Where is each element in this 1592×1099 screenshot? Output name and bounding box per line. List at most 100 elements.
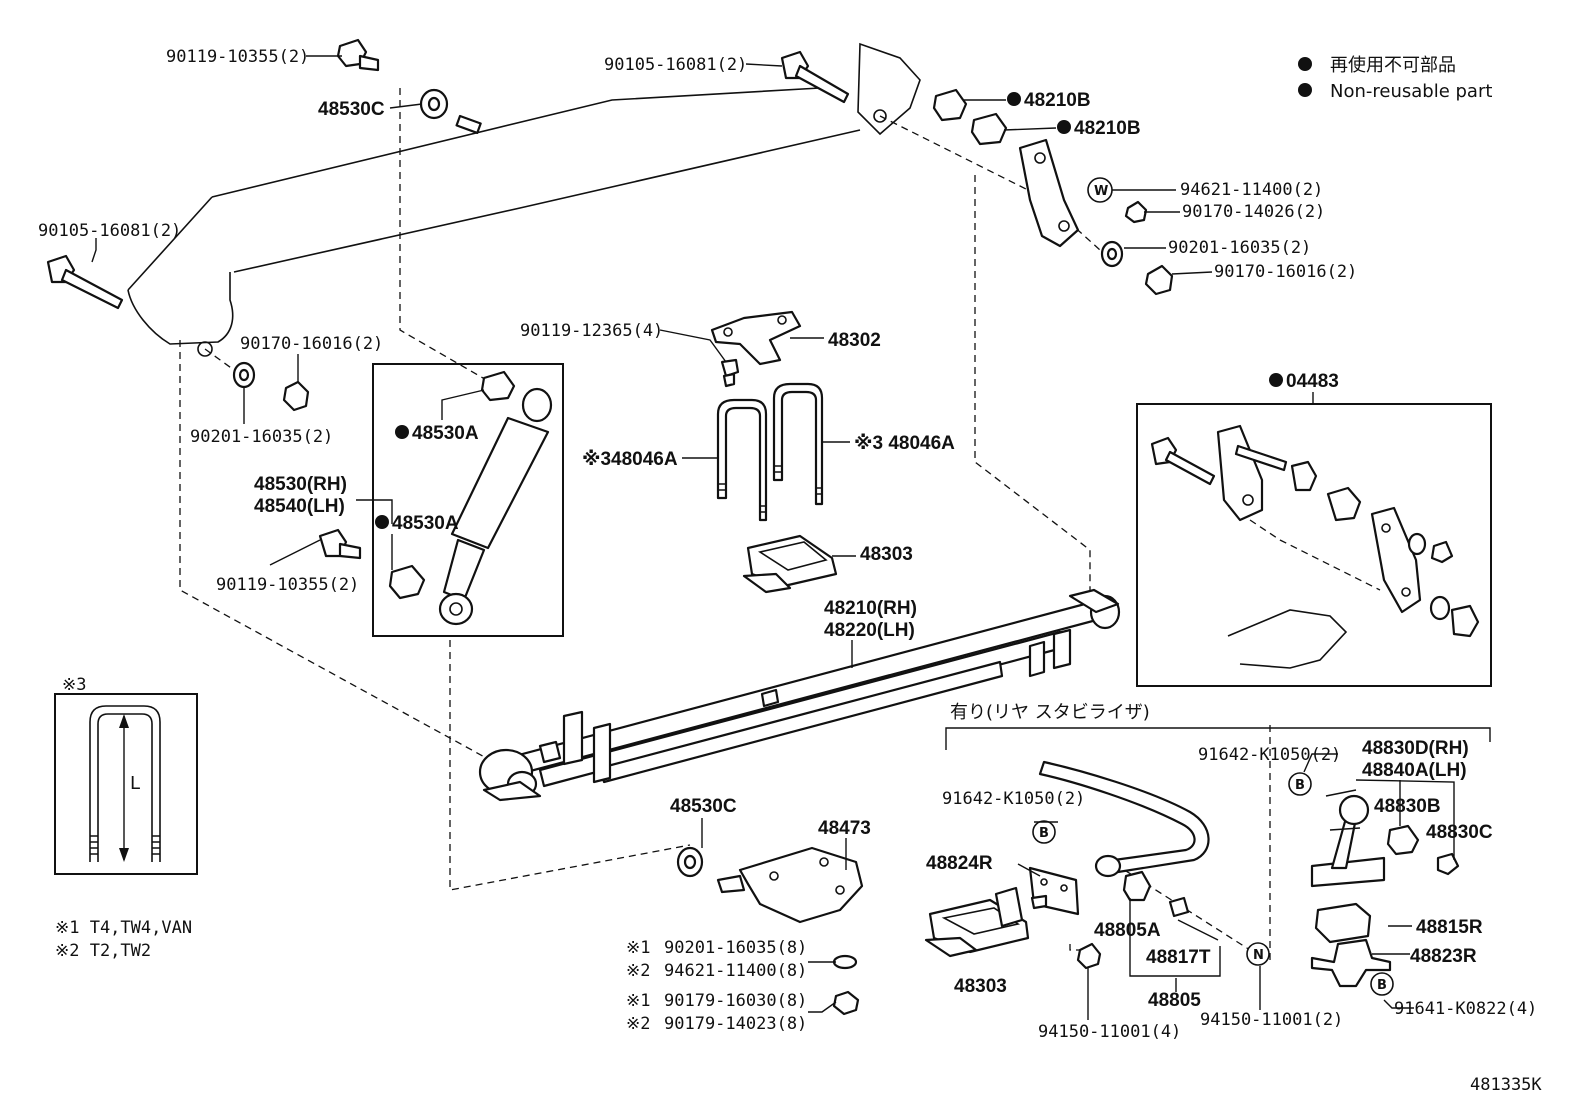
label-48830d: 48830D(RH) <box>1362 738 1469 759</box>
leader-lines <box>91 55 1455 1020</box>
label-48530rh: 48530(RH) <box>254 474 347 495</box>
bracket-48302 <box>710 310 802 366</box>
label-48830c: 48830C <box>1426 822 1493 843</box>
label-48473: 48473 <box>818 818 871 839</box>
non-reusable-dot-icon <box>395 425 409 439</box>
spring-seat-48303-bottom <box>924 886 1048 958</box>
inset-mark: ※3 <box>62 675 86 695</box>
bushing-48830b <box>1386 824 1420 856</box>
bushing-48815r <box>1314 902 1372 944</box>
bolt-90119-12365 <box>720 358 740 388</box>
label-48817t: 48817T <box>1146 947 1211 968</box>
legend-line-jp: 再使用不可部品 <box>1330 55 1456 76</box>
mark-note2-a: ※2 <box>626 961 650 981</box>
bushing-48210b-1 <box>932 88 968 122</box>
label-48530a-1: 48530A <box>412 423 479 444</box>
non-reusable-dot-icon <box>1007 92 1021 106</box>
non-reusable-dot-icon <box>1298 57 1312 71</box>
label-04483: 04483 <box>1286 371 1339 392</box>
frame-rail <box>127 42 921 357</box>
label-94150-11001-4: 94150-11001(4) <box>1038 1022 1181 1042</box>
shock-absorber-48530 <box>438 387 553 626</box>
non-reusable-dot-icon <box>375 515 389 529</box>
label-48210rh: 48210(RH) <box>824 598 917 619</box>
collar-48830c <box>1436 852 1460 876</box>
label-91642-k1050-b: 91642-K1050(2) <box>942 789 1085 809</box>
note-line-2: ※2 T2,TW2 <box>55 941 151 961</box>
inset-dimension-label: L <box>130 773 140 794</box>
washer-48530c-top <box>419 88 449 120</box>
label-94150-11001-2: 94150-11001(2) <box>1200 1010 1343 1030</box>
label-48046a-right: ※3 48046A <box>854 433 955 454</box>
badge-b-1: B <box>1288 772 1312 796</box>
svg-text:W: W <box>1094 184 1108 199</box>
shackle-kit-box <box>1136 403 1492 687</box>
bracket-48473 <box>716 846 864 924</box>
label-48530c-bottom: 48530C <box>670 796 737 817</box>
label-90105-16081-left: 90105-16081(2) <box>38 221 181 241</box>
u-bolt-48046a-left <box>716 398 768 522</box>
spring-seat-48303-top <box>742 534 838 594</box>
collar-48817t <box>1168 896 1190 918</box>
label-48824r: 48824R <box>926 853 993 874</box>
badge-b-2: B <box>1032 820 1056 844</box>
legend-line-en: Non-reusable part <box>1330 81 1492 102</box>
bolt-90119-10355-mid <box>318 528 362 560</box>
nut-90170-14026 <box>1124 200 1148 224</box>
stabilizer-bracket-line <box>945 727 1491 750</box>
label-48302: 48302 <box>828 330 881 351</box>
non-reusable-dot-icon <box>1269 373 1283 387</box>
u-bolt-length-inset <box>54 693 198 875</box>
bolt-90119-10355-top <box>336 38 380 72</box>
label-91641-k0822: 91641-K0822(4) <box>1394 999 1537 1019</box>
label-90105-16081-center: 90105-16081(2) <box>604 55 747 75</box>
svg-text:N: N <box>1253 948 1264 963</box>
nut-90179-bottom <box>832 990 860 1016</box>
nut-90170-16016-left <box>282 380 310 412</box>
svg-text:B: B <box>1377 978 1387 993</box>
label-48220lh: 48220(LH) <box>824 620 915 641</box>
label-90201-16035-8: 90201-16035(8) <box>664 938 807 958</box>
label-90119-12365: 90119-12365(4) <box>520 321 663 341</box>
shackle-plate-right <box>1018 138 1080 248</box>
non-reusable-dot-icon <box>1298 83 1312 97</box>
diagram-code: 481335K <box>1470 1075 1542 1095</box>
label-90119-10355-top: 90119-10355(2) <box>166 47 309 67</box>
nut-90170-16016-right <box>1144 264 1174 296</box>
link-48830d <box>1310 789 1386 888</box>
washer-94621-11400: W <box>1087 177 1113 203</box>
label-48805: 48805 <box>1148 990 1201 1011</box>
note-line-1: ※1 T4,TW4,VAN <box>55 918 192 938</box>
part-labels: 90119-10355(2) 48530C 90105-16081(2) 901… <box>38 47 1537 1042</box>
bracket-48823r <box>1310 938 1392 988</box>
bolt-90105-16081-left <box>46 254 124 310</box>
mark-note1-b: ※1 <box>626 991 650 1011</box>
label-48830b: 48830B <box>1374 796 1441 817</box>
washer-48530c-bottom <box>676 846 704 878</box>
label-48210b-1: 48210B <box>1024 90 1091 111</box>
washer-90201-16035-left <box>232 361 256 389</box>
badge-n: N <box>1246 942 1270 966</box>
svg-text:B: B <box>1295 778 1305 793</box>
label-90170-14026: 90170-14026(2) <box>1182 202 1325 222</box>
label-90201-16035-right: 90201-16035(2) <box>1168 238 1311 258</box>
assembly-lines <box>179 88 1271 960</box>
label-90201-16035-left: 90201-16035(2) <box>190 427 333 447</box>
nut-94150-11001-4 <box>1069 942 1102 970</box>
label-90170-16016-left: 90170-16016(2) <box>240 334 383 354</box>
label-48303-bottom: 48303 <box>954 976 1007 997</box>
svg-text:B: B <box>1039 826 1049 841</box>
label-90119-10355-mid: 90119-10355(2) <box>216 575 359 595</box>
shackle-kit-04483 <box>1150 424 1480 669</box>
bushing-48210b-2 <box>970 112 1008 146</box>
label-48530a-2: 48530A <box>392 513 459 534</box>
washer-90201-16035-right <box>1100 240 1124 268</box>
label-48046a-left: ※348046A <box>582 449 678 470</box>
bolt-90105-16081-center <box>780 50 850 104</box>
label-94621-11400-8: 94621-11400(8) <box>664 961 807 981</box>
bushing-48805a <box>1122 870 1152 902</box>
label-90179-14023-8: 90179-14023(8) <box>664 1014 807 1034</box>
leaf-spring-48210 <box>478 588 1121 802</box>
label-48540lh: 48540(LH) <box>254 496 345 517</box>
